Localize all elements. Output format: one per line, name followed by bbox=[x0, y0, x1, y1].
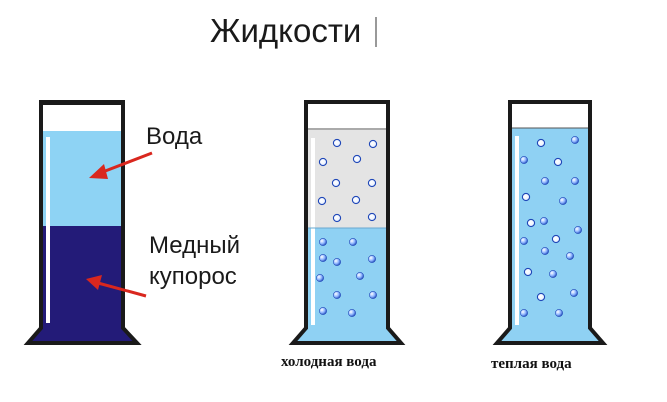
particle bbox=[333, 291, 341, 299]
particle bbox=[571, 177, 579, 185]
particle bbox=[367, 178, 377, 188]
arrow-water bbox=[89, 151, 153, 179]
particle bbox=[536, 138, 546, 148]
particle bbox=[551, 234, 561, 244]
cylinder-base-fill bbox=[28, 328, 137, 343]
cold-particles bbox=[316, 138, 378, 317]
particle bbox=[349, 238, 357, 246]
particle bbox=[540, 217, 548, 225]
particle bbox=[541, 177, 549, 185]
particle bbox=[367, 212, 377, 222]
particle bbox=[520, 156, 528, 164]
cylinder-cold bbox=[288, 100, 406, 345]
cylinder-layered bbox=[23, 100, 142, 345]
particle bbox=[521, 192, 531, 202]
caption-cold: холодная вода bbox=[281, 354, 377, 370]
particle bbox=[555, 309, 563, 317]
page-title: Жидкости bbox=[210, 12, 361, 49]
cylinder-base-fill bbox=[293, 328, 401, 343]
particle bbox=[332, 213, 342, 223]
cylinder-outline bbox=[492, 100, 608, 345]
particle bbox=[316, 274, 324, 282]
cylinder-warm bbox=[492, 100, 608, 345]
particle bbox=[570, 289, 578, 297]
label-vitriol-line2: купорос bbox=[149, 263, 237, 290]
particle bbox=[368, 139, 378, 149]
particle bbox=[541, 247, 549, 255]
caption-warm: теплая вода bbox=[491, 356, 572, 372]
particle bbox=[549, 270, 557, 278]
particle bbox=[318, 157, 328, 167]
particle bbox=[574, 226, 582, 234]
particle bbox=[523, 267, 533, 277]
particle bbox=[559, 197, 567, 205]
particle bbox=[566, 252, 574, 260]
particle bbox=[368, 255, 376, 263]
water-layer bbox=[41, 131, 123, 226]
particle bbox=[526, 218, 536, 228]
particle bbox=[319, 238, 327, 246]
cylinder-base-fill bbox=[497, 328, 603, 343]
particle bbox=[319, 254, 327, 262]
particle bbox=[536, 292, 546, 302]
particle bbox=[369, 291, 377, 299]
label-vitriol-line1: Медный bbox=[149, 232, 240, 259]
particle bbox=[356, 272, 364, 280]
particle bbox=[331, 178, 341, 188]
cylinder-outline bbox=[288, 100, 406, 345]
particle bbox=[332, 138, 342, 148]
arrow-vitriol bbox=[86, 275, 147, 298]
particle bbox=[351, 195, 361, 205]
vitriol-layer bbox=[41, 226, 123, 328]
particle bbox=[319, 307, 327, 315]
particle bbox=[317, 196, 327, 206]
particle bbox=[520, 309, 528, 317]
particle bbox=[553, 157, 563, 167]
particle bbox=[333, 258, 341, 266]
particle bbox=[352, 154, 362, 164]
particle bbox=[520, 237, 528, 245]
particle bbox=[571, 136, 579, 144]
warm-particles bbox=[520, 136, 582, 317]
label-water: Вода bbox=[146, 123, 203, 150]
particle bbox=[348, 309, 356, 317]
